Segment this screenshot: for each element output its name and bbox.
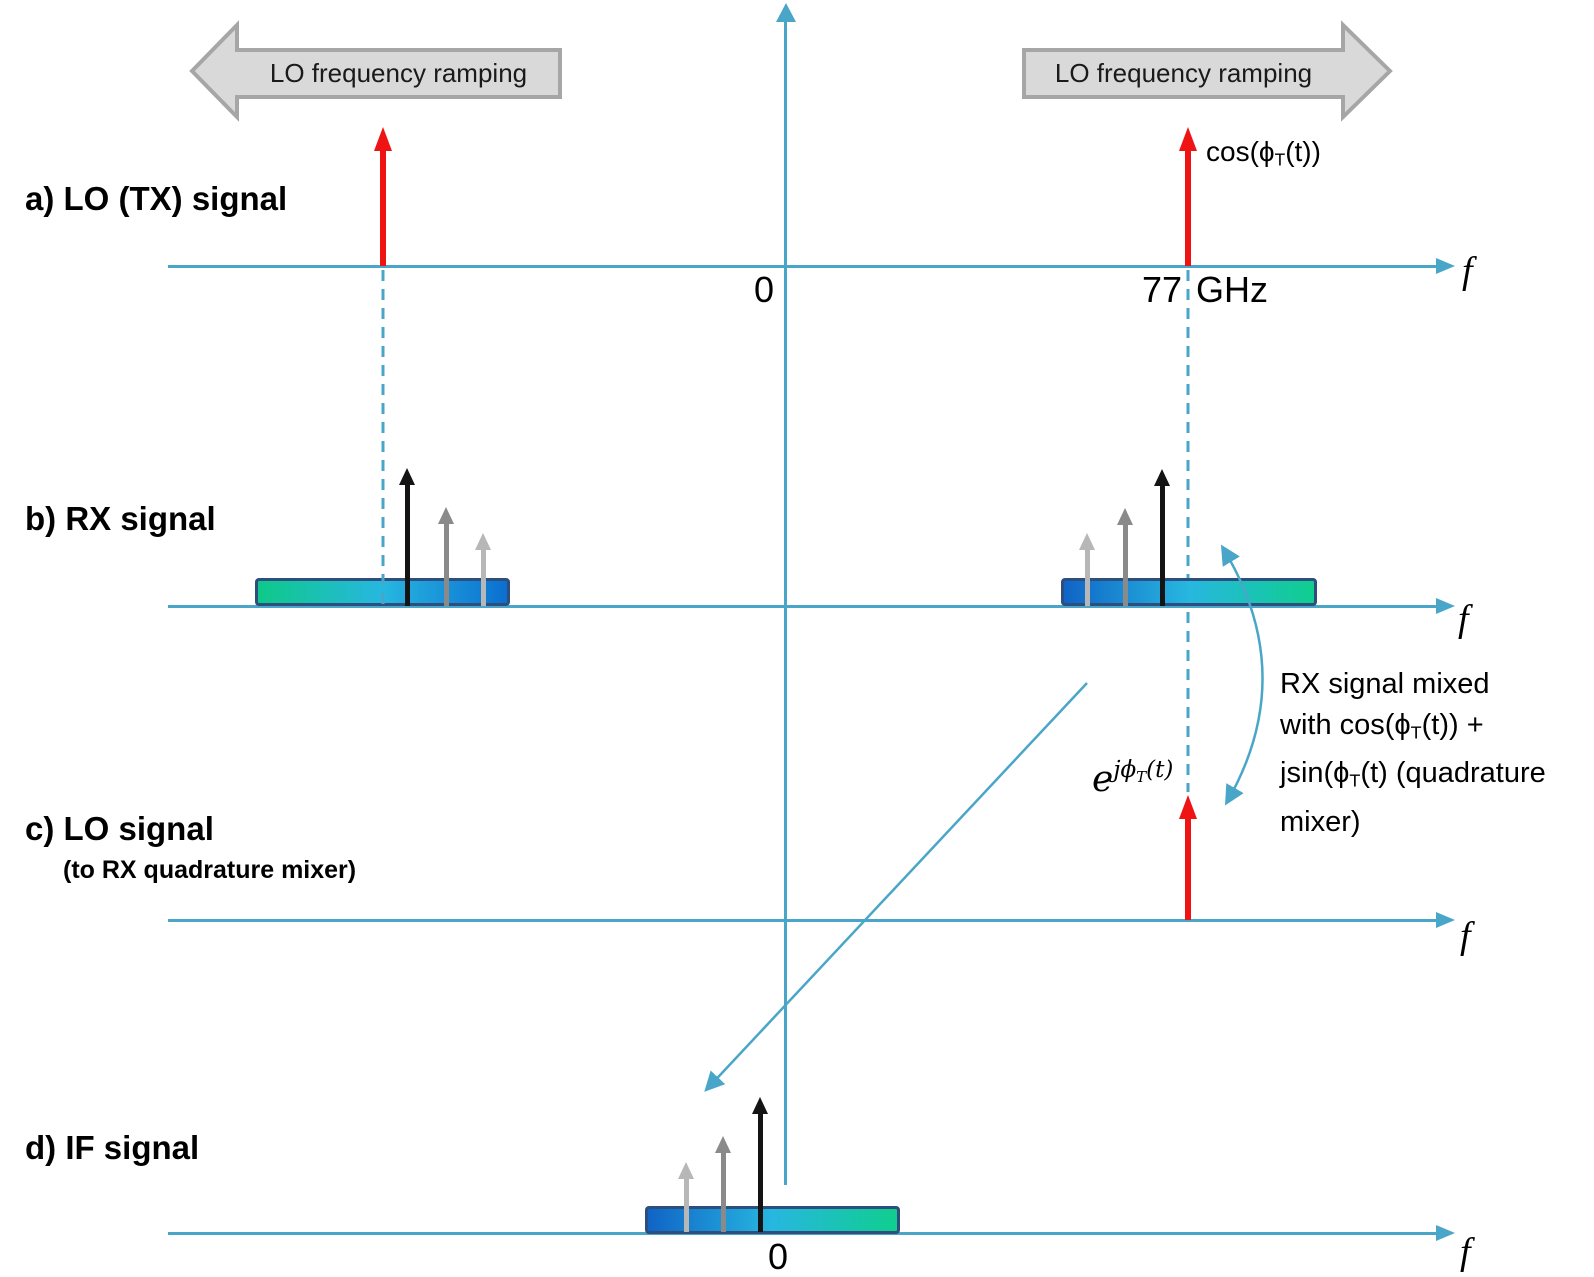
mixer-note: RX signal mixed with cos(ϕT(t)) + jsin(ϕ… — [1280, 664, 1546, 843]
if-target3-head — [678, 1162, 694, 1179]
rx-left-target2-head — [438, 507, 454, 524]
mixer-note-line2-sub: T — [1410, 722, 1422, 743]
section-c-subtitle: (to RX quadrature mixer) — [63, 856, 357, 884]
mixer-note-line3-post: (t) (quadrature — [1360, 757, 1546, 790]
axis-b — [168, 605, 1436, 608]
section-a-title: a) LO (TX) signal — [25, 180, 288, 217]
rx-left-target3-stem — [481, 549, 486, 606]
rx-right-target2-head — [1117, 508, 1133, 525]
if-target1-stem — [758, 1113, 763, 1232]
if-target3-stem — [684, 1178, 689, 1232]
axis-a — [168, 265, 1436, 268]
lo-tx-impulse-left-stem — [380, 150, 386, 266]
rx-left-target2-stem — [444, 523, 449, 606]
mixer-note-line2-pre: with cos(ϕ — [1280, 709, 1411, 741]
cos-phi-post: (t)) — [1285, 136, 1321, 167]
rx-spectrum-bar-right — [1061, 578, 1317, 606]
rx-right-target3-head — [1079, 533, 1095, 550]
axis-b-f-label: f — [1458, 598, 1469, 640]
if-target2-stem — [721, 1152, 726, 1232]
exp-sub: T — [1136, 768, 1147, 786]
mixer-note-line3-sub: T — [1349, 770, 1361, 791]
mixer-note-line2-post: (t)) + — [1421, 709, 1484, 741]
lo-tx-impulse-right-stem — [1185, 150, 1191, 266]
rx-right-target2-stem — [1123, 524, 1128, 606]
cos-phi-pre: cos(ϕ — [1206, 136, 1275, 167]
axis-a-zero-label: 0 — [753, 269, 775, 310]
axis-b-arrowhead — [1436, 598, 1455, 614]
axis-d-arrowhead — [1436, 1225, 1455, 1241]
mixer-note-line3: jsin(ϕT(t) (quadrature — [1280, 753, 1546, 801]
if-target1-head — [752, 1097, 768, 1114]
exp-base: e — [1092, 759, 1114, 800]
lo-quadrature-impulse-stem — [1185, 818, 1191, 920]
vertical-axis-arrowhead — [776, 3, 796, 22]
rx-left-target1-stem — [405, 484, 410, 606]
axis-a-f-label: f — [1462, 250, 1473, 292]
mixer-note-line2: with cos(ϕT(t)) + — [1280, 705, 1546, 753]
rx-right-target1-head — [1154, 469, 1170, 486]
downconversion-arrow — [704, 682, 1088, 1092]
mixer-note-line3-pre: jsin(ϕ — [1280, 757, 1350, 790]
section-b-title: b) RX signal — [25, 500, 216, 537]
lo-quadrature-impulse-head — [1179, 795, 1197, 819]
lo-tx-impulse-left-head — [374, 127, 392, 151]
rx-left-target1-head — [399, 468, 415, 485]
cos-phi-label: cos(ϕT(t)) — [1206, 136, 1321, 170]
section-d-title: d) IF signal — [25, 1129, 200, 1166]
mixer-note-line4: mixer) — [1280, 805, 1361, 838]
freq-77-label: 77 — [1141, 269, 1182, 310]
axis-a-arrowhead — [1436, 258, 1455, 274]
lo-ramp-right-label: LO frequency ramping — [1054, 58, 1313, 88]
section-c-title: c) LO signal — [25, 810, 214, 847]
rx-spectrum-bar-left — [255, 578, 510, 606]
axis-d-f-label: f — [1460, 1231, 1471, 1273]
freq-ghz-label: GHz — [1196, 269, 1268, 310]
axis-c-f-label: f — [1460, 915, 1471, 957]
lo-ramp-left-label: LO frequency ramping — [269, 58, 528, 88]
exp-jphi-label: ejϕT(t) — [1092, 752, 1173, 798]
if-target2-head — [715, 1136, 731, 1153]
exp-sup-pre: jϕ — [1113, 757, 1137, 783]
cos-phi-sub: T — [1274, 149, 1286, 170]
rx-right-target1-stem — [1160, 485, 1165, 606]
mixer-note-line1: RX signal mixed — [1280, 668, 1490, 700]
rx-left-target3-head — [475, 533, 491, 550]
axis-c-arrowhead — [1436, 912, 1455, 928]
axis-d-zero-label: 0 — [767, 1236, 789, 1277]
lo-tx-impulse-right-head — [1179, 127, 1197, 151]
exp-sup-post: (t) — [1146, 757, 1174, 783]
rx-right-target3-stem — [1085, 549, 1090, 606]
axis-c — [168, 919, 1436, 922]
vertical-axis — [784, 20, 787, 1185]
